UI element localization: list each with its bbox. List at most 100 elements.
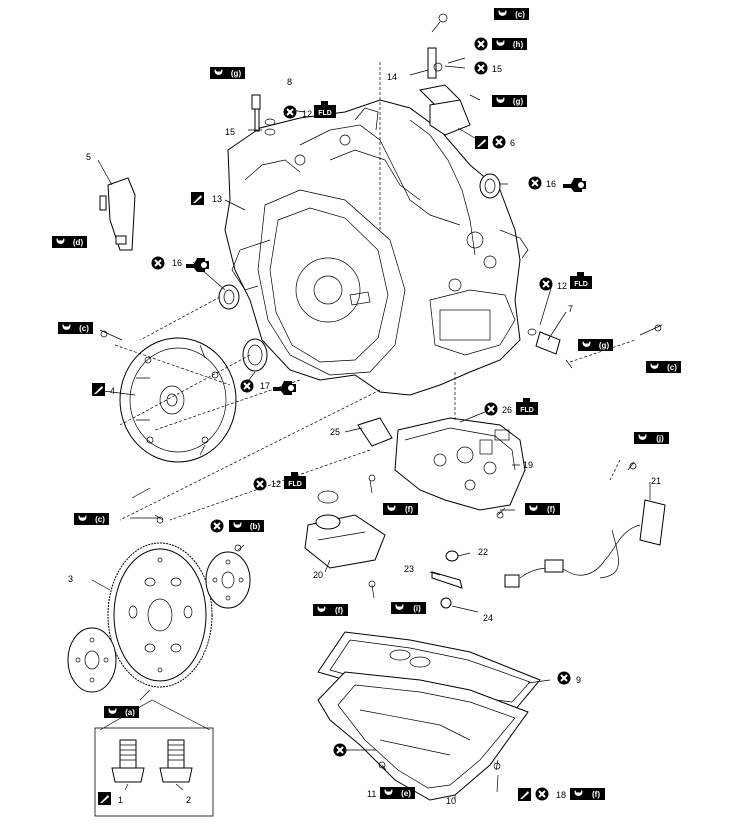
- torque-tag-g-sensor: (g): [210, 67, 245, 79]
- drive-plate: [107, 542, 213, 688]
- do-not-reuse-icon: [534, 786, 550, 802]
- noreuse-16-left: [150, 255, 166, 271]
- noreuse-h: [473, 36, 489, 52]
- callout-3: 3: [68, 574, 73, 584]
- torque-wrench-icon: [313, 604, 330, 616]
- callout-24: 24: [483, 613, 493, 623]
- svg-text:(i): (i): [413, 604, 421, 613]
- noreuse-26: [483, 401, 499, 417]
- do-not-reuse-icon: [483, 401, 499, 417]
- seal-17: [242, 338, 268, 372]
- torque-tag-b: (b): [229, 520, 264, 532]
- fluid-icon: [284, 472, 306, 489]
- do-not-reuse-icon: [239, 378, 255, 394]
- seal-16-left: [218, 284, 240, 310]
- do-not-reuse-icon: [538, 276, 554, 292]
- callout-2: 2: [186, 795, 191, 805]
- noreuse-12-sensor-7: [538, 276, 554, 292]
- torque-tag-g-top: (g): [492, 95, 527, 107]
- callout-17: 17: [260, 381, 270, 391]
- callout-4: 4: [110, 386, 115, 396]
- do-not-reuse-icon: [332, 742, 348, 758]
- grease-17: [273, 381, 296, 395]
- do-not-reuse-icon: [150, 255, 166, 271]
- fluid-tag-26: [516, 398, 538, 415]
- fluid-icon: [516, 398, 538, 415]
- bracket-5: [99, 177, 136, 251]
- grease-gun-icon: [563, 178, 586, 192]
- callout-9: 9: [576, 675, 581, 685]
- noreuse-16-right: [527, 175, 543, 191]
- svg-text:(c): (c): [667, 363, 677, 372]
- torque-wrench-icon: [492, 38, 509, 50]
- svg-text:(h): (h): [513, 40, 524, 49]
- svg-text:(g): (g): [599, 341, 610, 350]
- torque-tag-f-valve-right: (f): [525, 503, 560, 515]
- oil-strainer: [304, 514, 386, 569]
- sealant-18: [518, 788, 531, 801]
- torque-wrench-icon: [380, 787, 397, 799]
- fluid-tag-strainer: [284, 472, 306, 489]
- callout-23: 23: [404, 564, 414, 574]
- callout-22: 22: [478, 547, 488, 557]
- noreuse-6: [491, 134, 507, 150]
- grease-16-right: [563, 178, 586, 192]
- torque-tag-c-top: (c): [494, 8, 529, 20]
- wire-harness: [504, 499, 666, 588]
- torque-wrench-icon: [634, 432, 651, 444]
- grease-gun-icon: [186, 258, 209, 272]
- torque-wrench-icon: [578, 339, 595, 351]
- sealant-1: [98, 792, 111, 805]
- torque-converter: [119, 337, 237, 463]
- do-not-reuse-icon: [282, 104, 298, 120]
- callout-21: 21: [651, 476, 661, 486]
- torque-tag-c-right: (c): [646, 361, 681, 373]
- torque-tag-g-sensor-7: (g): [578, 339, 613, 351]
- valve-body: [394, 417, 526, 511]
- torque-wrench-icon: [646, 361, 663, 373]
- callout-12-sensor: 12: [302, 109, 312, 119]
- callout-12-strainer: 12: [271, 479, 281, 489]
- do-not-reuse-icon: [209, 518, 225, 534]
- sealant-icon: [98, 792, 111, 805]
- noreuse-9: [556, 670, 572, 686]
- torque-wrench-icon: [104, 706, 121, 718]
- callout-15-right: 15: [492, 64, 502, 74]
- seal-16-right: [479, 173, 501, 199]
- bolts: [99, 13, 663, 771]
- svg-text:(c): (c): [515, 10, 525, 19]
- do-not-reuse-icon: [527, 175, 543, 191]
- torque-tag-f-pan: (f): [570, 788, 605, 800]
- torque-wrench-icon: [492, 95, 509, 107]
- sealant-6: [475, 136, 488, 149]
- do-not-reuse-icon: [252, 476, 268, 492]
- callout-8: 8: [287, 77, 292, 87]
- do-not-reuse-icon: [491, 134, 507, 150]
- svg-text:(g): (g): [513, 97, 524, 106]
- noreuse-18: [534, 786, 550, 802]
- svg-text:(c): (c): [95, 515, 105, 524]
- sealant-4: [92, 383, 105, 396]
- fluid-tag-sensor: [314, 101, 336, 118]
- fluid-icon: [314, 101, 336, 118]
- svg-text:(g): (g): [231, 69, 242, 78]
- drive-plate-spacer-front: [67, 627, 117, 693]
- parts-22-23-24: [431, 550, 463, 609]
- callout-19: 19: [523, 460, 533, 470]
- sealant-icon: [92, 383, 105, 396]
- svg-text:(j): (j): [656, 434, 664, 443]
- noreuse-11: [332, 742, 348, 758]
- valve-body-plate: [357, 417, 393, 447]
- torque-wrench-icon: [229, 520, 246, 532]
- torque-tag-d: (d): [52, 236, 87, 248]
- callout-25: 25: [330, 427, 340, 437]
- svg-text:(f): (f): [592, 790, 600, 799]
- torque-wrench-icon: [494, 8, 511, 20]
- torque-tag-f-valve: (f): [383, 503, 418, 515]
- torque-wrench-icon: [391, 602, 408, 614]
- torque-tag-f-strainer: (f): [313, 604, 348, 616]
- callout-6: 6: [510, 138, 515, 148]
- callout-1: 1: [118, 795, 123, 805]
- sealant-icon: [191, 192, 204, 205]
